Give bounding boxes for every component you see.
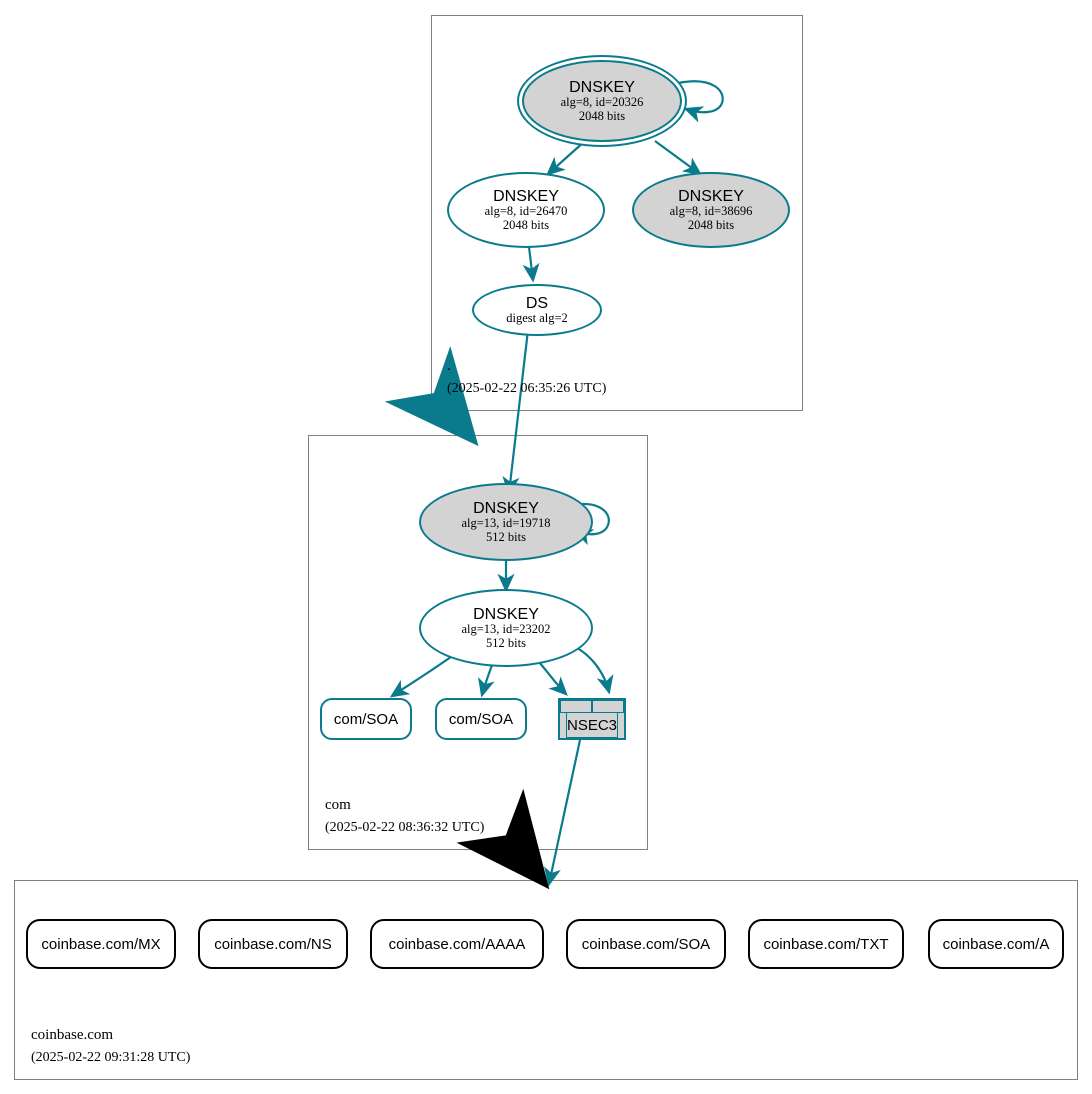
delegation-arrow-root-to-com xyxy=(384,346,479,447)
node-title: coinbase.com/TXT xyxy=(763,935,889,953)
zone-label-coinbase: coinbase.com xyxy=(31,1027,114,1043)
node-com-dnskey-19718[interactable]: DNSKEY alg=13, id=19718 512 bits xyxy=(419,483,593,561)
zone-timestamp-com: (2025-02-22 08:36:32 UTC) xyxy=(325,820,485,835)
zone-timestamp-root: (2025-02-22 06:35:26 UTC) xyxy=(447,381,607,396)
node-title: DNSKEY xyxy=(678,188,744,205)
node-root-dnskey-20326[interactable]: DNSKEY alg=8, id=20326 2048 bits xyxy=(522,60,682,142)
node-coinbase-a[interactable]: coinbase.com/A xyxy=(928,919,1064,969)
node-line3: 2048 bits xyxy=(687,217,735,232)
node-coinbase-soa[interactable]: coinbase.com/SOA xyxy=(566,919,726,969)
node-title: DNSKEY xyxy=(569,79,635,96)
node-com-soa-1[interactable]: com/SOA xyxy=(320,698,412,740)
node-root-dnskey-38696[interactable]: DNSKEY alg=8, id=38696 2048 bits xyxy=(632,172,790,248)
node-com-nsec3[interactable]: NSEC3 xyxy=(558,698,626,740)
node-title: com/SOA xyxy=(448,710,514,728)
node-line3: 512 bits xyxy=(486,635,526,650)
node-coinbase-ns[interactable]: coinbase.com/NS xyxy=(198,919,348,969)
node-title: NSEC3 xyxy=(565,713,619,738)
node-title: DS xyxy=(525,294,549,312)
zone-label-root: . xyxy=(447,358,451,374)
node-line2: alg=8, id=20326 xyxy=(560,95,644,109)
node-title: coinbase.com/NS xyxy=(214,935,332,953)
node-line2: digest alg=2 xyxy=(506,310,568,325)
node-title: DNSKEY xyxy=(473,606,539,623)
node-coinbase-mx[interactable]: coinbase.com/MX xyxy=(26,919,176,969)
edge-com-zsk-to-soa-1 xyxy=(389,653,456,698)
node-line2: alg=8, id=26470 xyxy=(484,204,568,218)
node-coinbase-aaaa[interactable]: coinbase.com/AAAA xyxy=(370,919,544,969)
node-title: coinbase.com/MX xyxy=(41,935,161,953)
node-title: DNSKEY xyxy=(493,188,559,205)
node-line3: 2048 bits xyxy=(578,108,626,123)
edge-ds-to-com-ksk xyxy=(502,329,530,496)
node-title: coinbase.com/AAAA xyxy=(388,935,526,953)
edge-root-ksk-to-zsk26470 xyxy=(546,140,586,176)
edge-nsec3-to-coinbase xyxy=(544,739,582,887)
nsec3-cell-left xyxy=(560,700,592,713)
node-line2: alg=13, id=23202 xyxy=(461,622,551,636)
zone-box-root xyxy=(431,15,803,411)
node-line3: 2048 bits xyxy=(502,217,550,232)
nsec3-cell-right xyxy=(592,700,624,713)
node-title: coinbase.com/A xyxy=(942,935,1050,953)
node-com-dnskey-23202[interactable]: DNSKEY alg=13, id=23202 512 bits xyxy=(419,589,593,667)
node-title: com/SOA xyxy=(333,710,399,728)
edge-root-zsk-to-ds xyxy=(522,246,540,283)
node-com-soa-2[interactable]: com/SOA xyxy=(435,698,527,740)
node-root-ds[interactable]: DS digest alg=2 xyxy=(472,284,602,336)
edge-root-ksk-selfsign xyxy=(677,80,724,123)
node-title: coinbase.com/SOA xyxy=(581,935,711,953)
edge-root-ksk-to-key38696 xyxy=(654,140,703,176)
node-title: DNSKEY xyxy=(473,500,539,517)
zone-timestamp-coinbase: (2025-02-22 09:31:28 UTC) xyxy=(31,1050,191,1065)
nsec3-cells xyxy=(560,700,624,713)
node-line2: alg=13, id=19718 xyxy=(461,516,551,530)
node-line3: 512 bits xyxy=(486,529,526,544)
zone-label-com: com xyxy=(325,797,351,813)
delegation-arrow-com-to-coinbase xyxy=(456,788,550,890)
node-line2: alg=8, id=38696 xyxy=(669,204,753,218)
node-coinbase-txt[interactable]: coinbase.com/TXT xyxy=(748,919,904,969)
node-root-dnskey-26470[interactable]: DNSKEY alg=8, id=26470 2048 bits xyxy=(447,172,605,248)
